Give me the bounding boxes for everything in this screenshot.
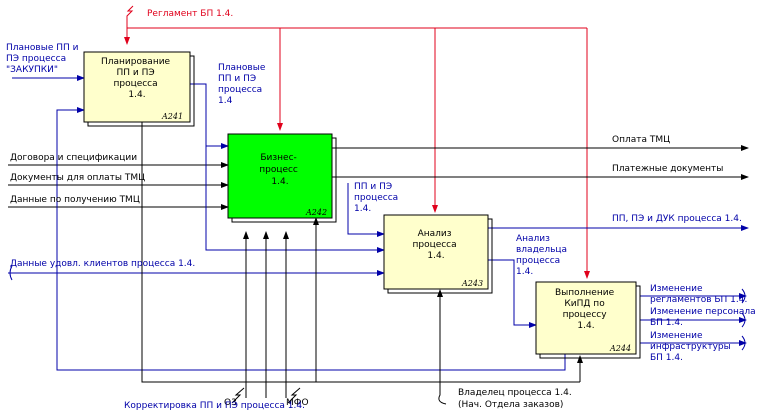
input-label-planned-zakupki: Плановые ПП и ПЭ процесса "ЗАКУПКИ"	[6, 43, 81, 75]
mechanism-arrows	[141, 122, 583, 405]
box-a241[interactable]: Планирование ПП и ПЭ процесса 1.4. A241	[83, 51, 195, 127]
label-owner-analysis: Анализ владельца процесса 1.4.	[516, 234, 570, 277]
output-arrows-a242	[332, 145, 749, 180]
box-a244-text: Выполнение КиПД по процессу 1.4.	[555, 288, 617, 331]
output-label-pp-pe-duk: ПП, ПЭ и ДУК процесса 1.4.	[612, 214, 742, 224]
box-a242[interactable]: Бизнес- процесс 1.4. A242	[227, 133, 337, 223]
output-label-pay-docs: Платежные документы	[612, 164, 723, 174]
box-a244[interactable]: Выполнение КиПД по процессу 1.4. A244	[535, 281, 641, 359]
control-label-reglament: Регламент БП 1.4.	[147, 9, 233, 19]
output-label-pay-tmc: Оплата ТМЦ	[612, 135, 670, 145]
box-a241-text: Планирование ПП и ПЭ процесса 1.4.	[101, 57, 173, 100]
input-label-payment-docs: Документы для оплаты ТМЦ	[10, 173, 145, 183]
box-a242-id: A242	[305, 208, 327, 217]
box-a243[interactable]: Анализ процесса 1.4. A243	[383, 214, 493, 294]
input-label-client-satisfaction: Данные удовл. клиентов процесса 1.4.	[10, 259, 195, 269]
box-a241-id: A241	[161, 112, 183, 121]
box-a243-id: A243	[461, 279, 483, 288]
mechanism-label-owner-sub: (Нач. Отдела заказов)	[458, 400, 563, 410]
label-planned-14: Плановые ПП и ПЭ процесса 1.4	[218, 63, 268, 106]
output-label-change-staff: Изменение персонала БП 1.4.	[650, 307, 758, 328]
mechanism-label-correction: Корректировка ПП и ПЭ процесса 1.4.	[124, 401, 305, 411]
mechanism-label-mfo: МФО	[286, 398, 309, 408]
box-a244-id: A244	[609, 344, 631, 353]
box-a243-text: Анализ процесса 1.4.	[412, 229, 459, 261]
output-label-change-infra: Изменение инфраструктуры БП 1.4.	[650, 331, 734, 363]
mechanism-label-o3: О3	[224, 398, 237, 408]
input-label-contracts: Договора и спецификации	[10, 153, 137, 163]
control-arrow-reglament	[124, 5, 590, 279]
box-a242-text: Бизнес- процесс 1.4.	[259, 153, 301, 187]
label-pp-pe-14: ПП и ПЭ процесса 1.4.	[354, 182, 401, 214]
mechanism-label-owner: Владелец процесса 1.4.	[458, 388, 572, 398]
input-arrows	[8, 75, 385, 281]
input-label-receipt-data: Данные по получению ТМЦ	[10, 195, 140, 205]
internal-arrows	[56, 83, 749, 371]
output-label-change-regs: Изменение регламентов БП 1.4.	[650, 284, 747, 305]
